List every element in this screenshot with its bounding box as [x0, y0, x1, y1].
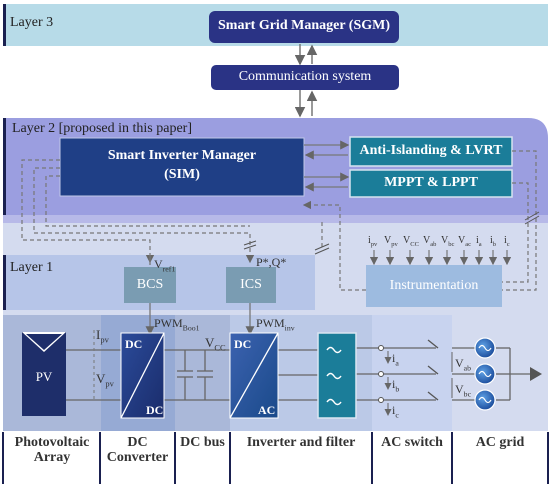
communication-label: Communication system [238, 69, 372, 84]
sine-icon [326, 372, 342, 380]
acswitch-section [372, 315, 452, 431]
vab-label: Vab [455, 356, 472, 373]
mppt-label: MPPT & LPPT [384, 175, 478, 190]
sgm-label: Smart Grid Manager (SGM) [218, 18, 390, 33]
bcs-box [124, 267, 176, 303]
pwm-inv-label: PWMinv [256, 316, 295, 333]
sine-icon [326, 346, 342, 354]
inverter-in-label: DC [234, 337, 252, 351]
section-inverter-label: Inverter and filter [246, 435, 356, 450]
meas-ib: ib [490, 235, 497, 248]
ics-label: ICS [240, 277, 262, 292]
sim-label-2: (SIM) [164, 167, 200, 182]
communication-box [211, 65, 399, 90]
section-acswitch-label: AC switch [381, 435, 443, 450]
meas-ipv: ipv [368, 235, 378, 248]
sim-label-1: Smart Inverter Manager [107, 148, 257, 163]
layer3-label: Layer 3 [10, 15, 54, 30]
dc-converter-in-label: DC [125, 337, 143, 351]
dc-converter-out-label: DC [146, 403, 164, 417]
vpv-label: Vpv [96, 371, 114, 389]
inverter-out-label: AC [258, 403, 276, 417]
section-acgrid-label: AC grid [475, 435, 525, 450]
filter-box [317, 332, 357, 419]
section-dcbus-label: DC bus [180, 435, 225, 450]
meas-vpv: Vpv [384, 235, 398, 248]
sim-box [59, 137, 305, 197]
anti-islanding-box [349, 136, 513, 167]
ib-label: ib [392, 377, 400, 394]
pv-label: PV [35, 369, 53, 384]
anti-islanding-label: Anti-Islanding & LVRT [359, 143, 503, 158]
meas-vcc: VCC [403, 235, 419, 248]
vref-label: Vref1 [154, 257, 176, 274]
sgm-box [209, 11, 399, 43]
dcbus-section [175, 315, 230, 431]
meas-vbc: Vbc [441, 235, 455, 248]
sine-icon [326, 398, 342, 406]
ics-box [226, 267, 276, 303]
vcc-label: VCC [205, 335, 226, 353]
meas-ic: ic [504, 235, 510, 248]
layer2-label: Layer 2 [proposed in this paper] [12, 121, 192, 136]
instrumentation-box [366, 265, 502, 307]
layer1-label: Layer 1 [10, 260, 54, 275]
bcs-label: BCS [136, 277, 164, 292]
ia-label: ia [392, 351, 399, 368]
meas-ia: ia [476, 235, 482, 248]
ic-label: ic [392, 403, 399, 420]
pq-label: P*,Q* [256, 255, 287, 269]
ipv-label: Ipv [96, 327, 109, 345]
meas-vac: Vac [458, 235, 472, 248]
pwm-boost-label: PWMBoo1 [154, 316, 200, 333]
vbc-label: Vbc [455, 382, 472, 399]
mppt-box [349, 169, 513, 198]
meas-vab: Vab [423, 235, 437, 248]
ac-source-icon [474, 337, 496, 411]
instrumentation-label: Instrumentation [389, 278, 479, 293]
